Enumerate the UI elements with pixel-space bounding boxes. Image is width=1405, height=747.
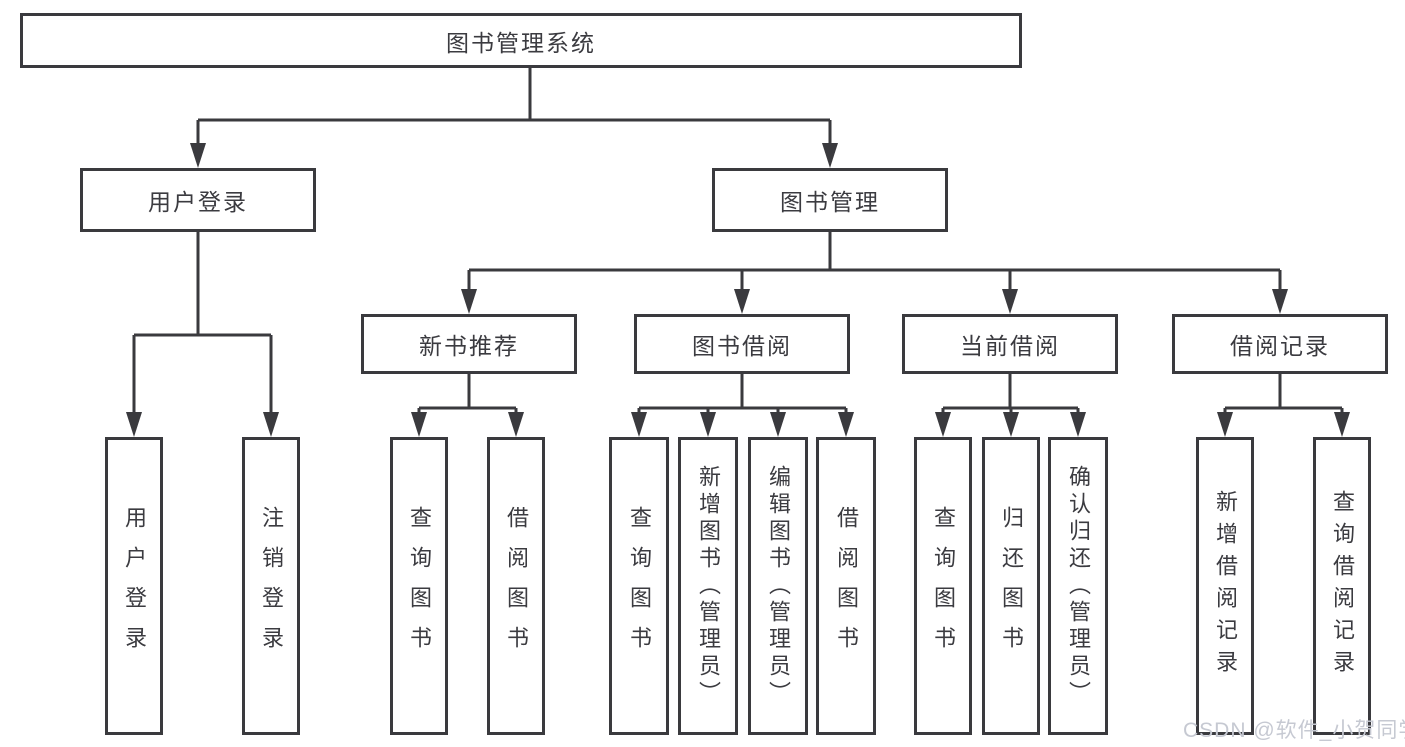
leaf-confirm-return-admin-label: 确认归还（管理员） — [1066, 464, 1091, 708]
node-library-system-label: 图书管理系统 — [446, 29, 596, 56]
leaf-edit-books-admin-label: 编辑图书（管理员） — [766, 464, 791, 708]
leaf-recommend-borrow-books-label: 借阅图书 — [504, 506, 529, 666]
leaf-query-borrow-record: 查询借阅记录 — [1313, 437, 1371, 735]
node-library-system: 图书管理系统 — [20, 13, 1022, 68]
leaf-recommend-query-books-label: 查询图书 — [407, 506, 432, 666]
leaf-current-query-books-label: 查询图书 — [931, 506, 956, 666]
leaf-add-books-admin: 新增图书（管理员） — [678, 437, 738, 735]
node-new-book-recommend-label: 新书推荐 — [419, 333, 519, 359]
node-current-borrowing: 当前借阅 — [902, 314, 1118, 374]
leaf-borrow-borrow-books: 借阅图书 — [816, 437, 876, 735]
node-current-borrowing-label: 当前借阅 — [960, 333, 1060, 359]
leaf-return-books-label: 归还图书 — [999, 506, 1024, 666]
leaf-recommend-query-books: 查询图书 — [390, 437, 448, 735]
leaf-add-borrow-record-label: 新增借阅记录 — [1213, 490, 1238, 682]
node-user-login: 用户登录 — [80, 168, 316, 232]
leaf-query-borrow-record-label: 查询借阅记录 — [1330, 490, 1355, 682]
leaf-return-books: 归还图书 — [982, 437, 1040, 735]
node-user-login-label: 用户登录 — [148, 189, 248, 215]
node-borrowing-records-label: 借阅记录 — [1230, 333, 1330, 359]
leaf-user-login: 用户登录 — [105, 437, 163, 735]
node-book-management: 图书管理 — [712, 168, 948, 232]
node-borrowing-records: 借阅记录 — [1172, 314, 1388, 374]
csdn-watermark: CSDN @软件_小贺同学 — [1183, 719, 1405, 742]
leaf-user-login-label: 用户登录 — [122, 506, 147, 666]
node-book-borrowing-label: 图书借阅 — [692, 333, 792, 359]
leaf-confirm-return-admin: 确认归还（管理员） — [1048, 437, 1108, 735]
leaf-edit-books-admin: 编辑图书（管理员） — [748, 437, 808, 735]
leaf-recommend-borrow-books: 借阅图书 — [487, 437, 545, 735]
node-new-book-recommend: 新书推荐 — [361, 314, 577, 374]
leaf-add-books-admin-label: 新增图书（管理员） — [696, 464, 721, 708]
node-book-management-label: 图书管理 — [780, 189, 880, 215]
leaf-borrow-query-books-label: 查询图书 — [627, 506, 652, 666]
arrowheads — [126, 143, 1350, 437]
leaf-logout: 注销登录 — [242, 437, 300, 735]
leaf-logout-label: 注销登录 — [259, 506, 284, 666]
leaf-add-borrow-record: 新增借阅记录 — [1196, 437, 1254, 735]
leaf-borrow-borrow-books-label: 借阅图书 — [834, 506, 859, 666]
leaf-borrow-query-books: 查询图书 — [609, 437, 669, 735]
leaf-current-query-books: 查询图书 — [914, 437, 972, 735]
node-book-borrowing: 图书借阅 — [634, 314, 850, 374]
